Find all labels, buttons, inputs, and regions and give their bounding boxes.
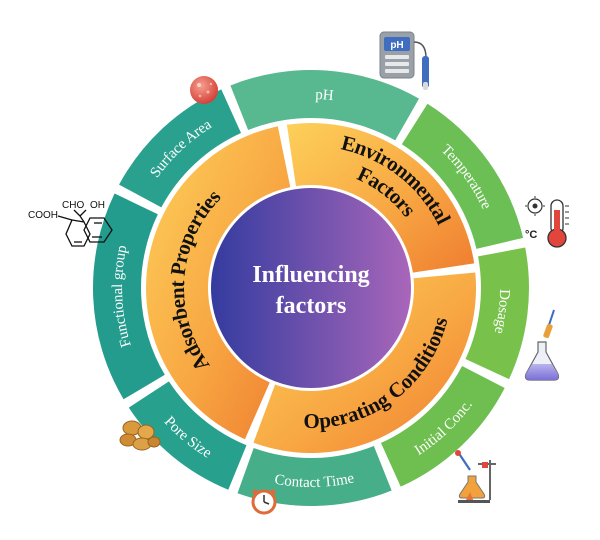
outer-segment-pore-size (128, 381, 247, 490)
lab-setup-icon (455, 450, 496, 503)
outer-label-ph: pH (315, 87, 334, 104)
granules-icon (119, 420, 161, 451)
clock-icon (251, 489, 277, 515)
middle-segment-operating (253, 272, 476, 453)
outer-segment-ph (230, 70, 420, 141)
outer-segment-initial-conc (380, 365, 505, 487)
outer-segment-functional-group (92, 193, 165, 400)
center-label-line1: Influencing (252, 262, 369, 288)
middle-segment-environmental (286, 123, 475, 273)
molecule-icon: COOH CHO OH (28, 200, 113, 247)
svg-text:CHO: CHO (62, 200, 84, 211)
outer-segment-surface-area (119, 89, 242, 208)
outer-segment-contact-time (237, 445, 392, 506)
center-circle (211, 188, 411, 388)
center-label-line2: factors (276, 293, 347, 319)
svg-text:OH: OH (90, 200, 105, 211)
ph-meter-icon: pH (379, 31, 429, 90)
svg-text:°C: °C (525, 229, 537, 241)
svg-text:COOH: COOH (28, 210, 58, 221)
middle-ring (145, 123, 476, 453)
outer-label-dosage: Dosage (491, 289, 512, 336)
outer-ring (92, 70, 529, 506)
sphere-icon (190, 76, 218, 104)
outer-segment-temperature (401, 103, 524, 249)
thermometer-icon: °C (525, 196, 569, 248)
outer-label-contact-time: Contact Time (273, 470, 356, 491)
flask-icon (524, 309, 560, 381)
svg-text:pH: pH (390, 40, 403, 51)
middle-segment-adsorbent (145, 126, 291, 440)
outer-segment-dosage (465, 247, 529, 380)
